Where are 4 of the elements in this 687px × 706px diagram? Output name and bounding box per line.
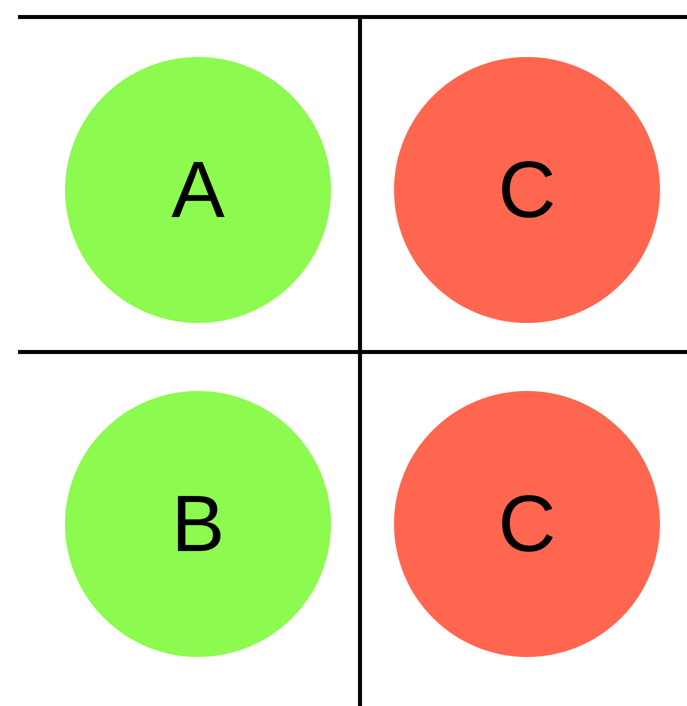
node-label: B — [171, 484, 225, 564]
node-label: C — [498, 150, 556, 230]
node-label: A — [171, 150, 225, 230]
node-label: C — [498, 484, 556, 564]
